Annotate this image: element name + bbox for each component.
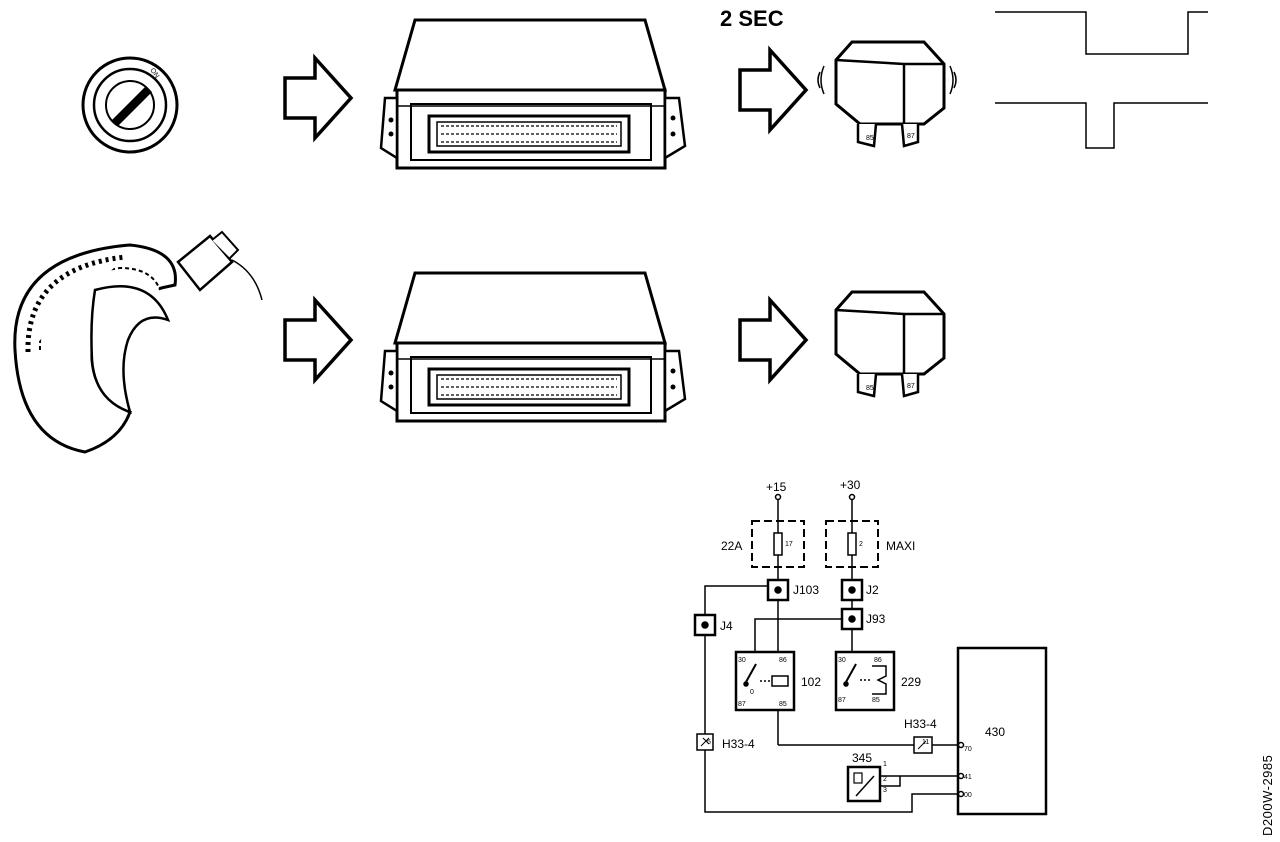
connector-h33-left-label: H33-4: [722, 737, 755, 751]
relay-229-pin-85: 85: [872, 697, 880, 704]
junction-j4-label: J4: [720, 619, 733, 633]
relay-229-pin-86: 86: [874, 657, 882, 664]
relay-229-pin-30: 30: [838, 657, 846, 664]
switch-on-label: ON: [148, 67, 160, 80]
pulse-waveform-icon: [995, 11, 1208, 149]
ecu-430-label: 430: [985, 725, 1005, 739]
relay-102-pin-87: 87: [738, 701, 746, 708]
connector-h33-right-label: H33-4: [904, 717, 937, 731]
connector-h33-left-pin: 5: [707, 739, 711, 746]
sensor-pin-2: 2: [883, 776, 887, 783]
arrow-right-icon: [283, 298, 353, 382]
fuse-22a-pin: 17: [785, 541, 793, 548]
relay-energized-icon: [817, 40, 957, 148]
wiring-schematic: [693, 493, 1048, 816]
ignition-switch-icon: ON: [81, 56, 179, 154]
ecu-pin-00: 00: [964, 792, 972, 799]
relay-icon: [834, 290, 946, 398]
connector-h33-right-pin: 11: [922, 739, 929, 746]
relay-229-label: 229: [901, 675, 921, 689]
arrow-right-icon: [283, 56, 353, 140]
ecu-module-icon: [379, 271, 687, 423]
relay-102-pin-0: 0: [750, 689, 754, 696]
crankshaft-sensor-icon: [13, 230, 263, 454]
timer-label: 2 SEC: [720, 6, 784, 31]
junction-j103-label: J103: [793, 583, 819, 597]
fuse-maxi-label: MAXI: [886, 539, 915, 553]
fuse-maxi-pin: 2: [859, 541, 863, 548]
relay-102-label: 102: [801, 675, 821, 689]
relay-102-pin-30: 30: [738, 657, 746, 664]
relay-102-pin-86: 86: [779, 657, 787, 664]
sensor-pin-3: 3: [883, 787, 887, 794]
supply-30-label: +30: [840, 478, 861, 492]
supply-15-label: +15: [766, 480, 787, 494]
sensor-pin-1: 1: [883, 761, 887, 768]
ecu-module-icon: [379, 18, 687, 170]
relay-102-pin-85: 85: [779, 701, 787, 708]
junction-j2-label: J2: [866, 583, 879, 597]
ecu-pin-70: 70: [964, 746, 972, 753]
arrow-right-icon: [738, 48, 808, 132]
arrow-right-icon: [738, 298, 808, 382]
ecu-pin-41: 41: [964, 774, 972, 781]
sensor-345-label: 345: [852, 751, 872, 765]
relay-229-pin-87: 87: [838, 697, 846, 704]
junction-j93-label: J93: [866, 612, 886, 626]
reference-code: D200W-2985: [1260, 755, 1275, 836]
fuse-22a-label: 22A: [721, 539, 742, 553]
